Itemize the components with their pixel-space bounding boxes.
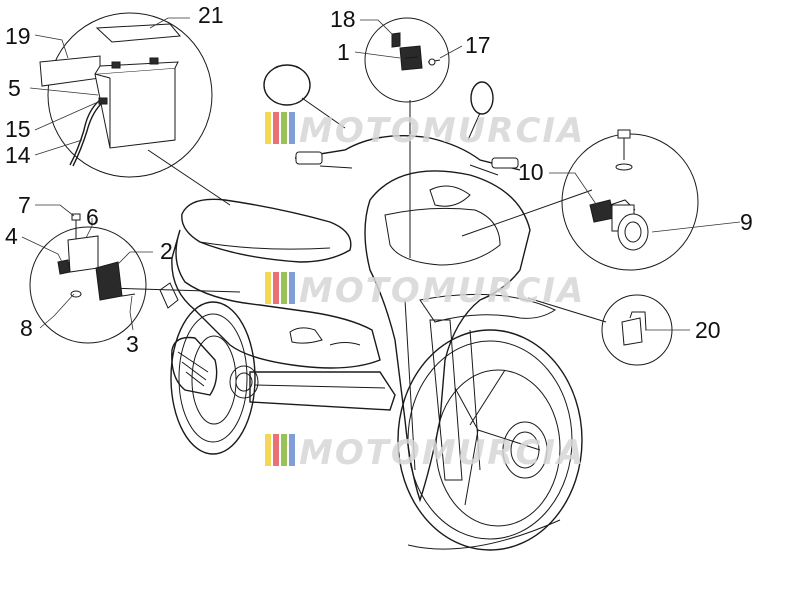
watermark-text-1: MOTOMURCIA bbox=[299, 111, 585, 151]
callout-5: 5 bbox=[8, 75, 21, 101]
detail-connector bbox=[601, 294, 673, 366]
watermark-1: MOTOMURCIA bbox=[265, 111, 585, 151]
callout-ticks bbox=[21, 17, 741, 331]
watermark-stripe-1 bbox=[265, 112, 271, 144]
callout-18: 18 bbox=[330, 6, 356, 32]
callout-6: 6 bbox=[86, 204, 99, 230]
front-shield bbox=[364, 170, 531, 503]
callout-17: 17 bbox=[465, 32, 491, 58]
callout-8: 8 bbox=[20, 315, 33, 341]
watermark-text-3: MOTOMURCIA bbox=[299, 433, 585, 473]
callout-1: 1 bbox=[337, 39, 350, 65]
callout-14: 14 bbox=[5, 142, 31, 168]
detail-horn-group bbox=[561, 129, 699, 271]
callout-20: 20 bbox=[695, 317, 721, 343]
callout-4: 4 bbox=[5, 223, 18, 249]
front-mudguard bbox=[419, 293, 557, 323]
callout-labels: 19 21 5 15 14 18 1 17 10 9 7 6 4 2 8 3 2… bbox=[5, 2, 753, 357]
seat bbox=[181, 198, 352, 263]
callout-15: 15 bbox=[5, 116, 31, 142]
watermark-stripe-2 bbox=[273, 112, 279, 144]
rear-light bbox=[159, 282, 179, 309]
callout-21: 21 bbox=[198, 2, 224, 28]
floorboard bbox=[249, 371, 396, 411]
mirrors bbox=[263, 64, 494, 141]
watermark-2: MOTOMURCIA bbox=[265, 271, 585, 311]
detail-battery-group bbox=[39, 12, 213, 178]
callout-10: 10 bbox=[518, 159, 544, 185]
watermark-text-2: MOTOMURCIA bbox=[299, 271, 585, 311]
scooter-illustration bbox=[159, 64, 583, 551]
body-panel bbox=[171, 229, 381, 369]
handlebar bbox=[294, 135, 521, 171]
callout-3: 3 bbox=[126, 331, 139, 357]
watermark-stripe-3 bbox=[281, 112, 287, 144]
watermark-stripe-4 bbox=[289, 112, 295, 144]
leader-lines bbox=[107, 100, 607, 323]
callout-7: 7 bbox=[18, 192, 31, 218]
watermarks: MOTOMURCIA MOTOMURCIA MOTOMURCIA bbox=[265, 111, 585, 473]
callout-2: 2 bbox=[160, 238, 173, 264]
rear-wheel bbox=[170, 301, 256, 455]
detail-relay-top bbox=[364, 17, 450, 103]
watermark-3: MOTOMURCIA bbox=[265, 433, 585, 473]
callout-9: 9 bbox=[740, 209, 753, 235]
engine-exhaust bbox=[171, 336, 259, 399]
detail-relay-left bbox=[29, 213, 147, 344]
callout-19: 19 bbox=[5, 23, 31, 49]
